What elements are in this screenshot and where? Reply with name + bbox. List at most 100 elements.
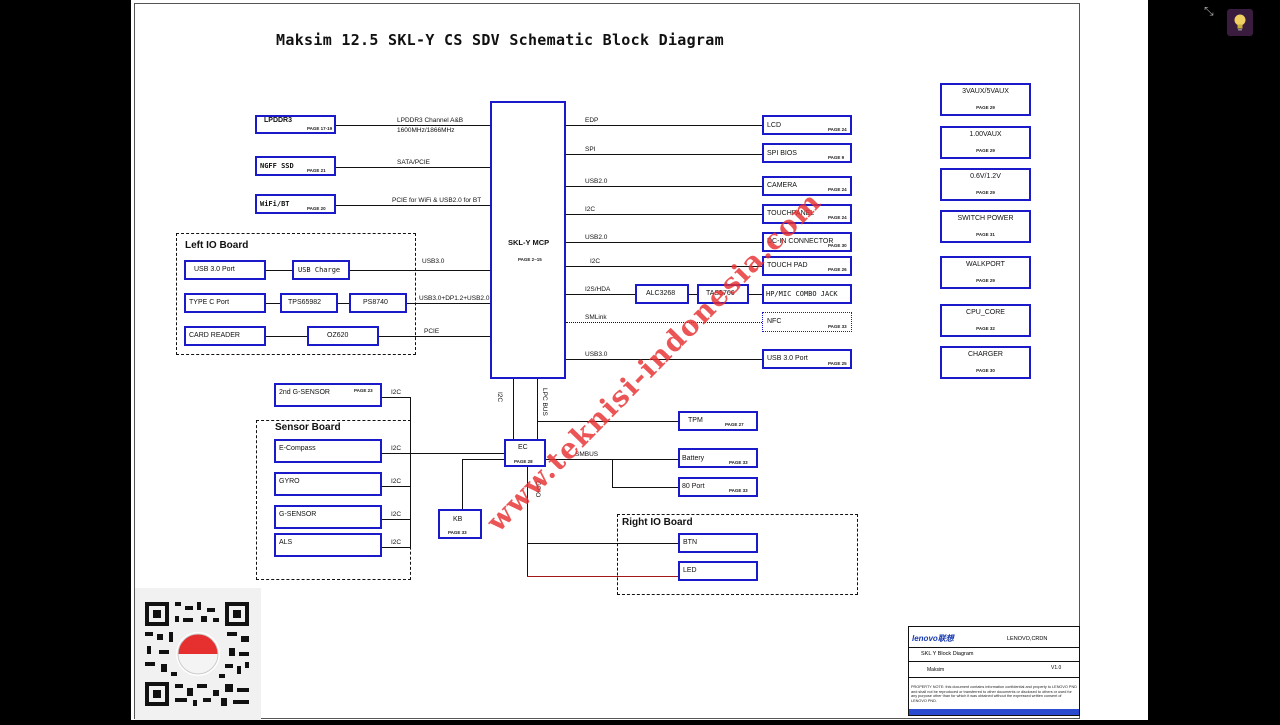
sata-line: [336, 167, 490, 168]
ngff-page: PAGE 21: [307, 168, 326, 173]
usb30-port-label: USB 3.0 Port: [194, 266, 235, 273]
left-io-title: Left IO Board: [185, 240, 249, 251]
tas-hp-line: [749, 294, 762, 295]
usb30-port-box: [184, 260, 266, 280]
pcie-signal: PCIE: [424, 328, 440, 335]
right-io-board: [617, 514, 858, 595]
lpddr3-page: PAGE 17-19: [307, 126, 333, 131]
touchpad-page: PAGE 26: [828, 267, 847, 272]
spi-line: [566, 154, 762, 155]
touchpanel-line: [566, 214, 762, 215]
cpu-label: SKL-Y MCP: [508, 238, 550, 247]
lpddr3-label: LPDDR3: [264, 117, 293, 124]
typec-tps-line: [266, 303, 280, 304]
expand-icon[interactable]: ⤡: [1204, 4, 1214, 18]
lightbulb-icon[interactable]: [1227, 9, 1253, 36]
als-line: [382, 547, 411, 548]
typec-port-label: TYPE C Port: [189, 299, 230, 306]
edp-line: [566, 125, 762, 126]
power-box-page: PAGE 29: [976, 278, 995, 283]
dcin-page: PAGE 30: [828, 243, 847, 248]
title-block-note: PROPERTY NOTE: this document contains in…: [911, 685, 1077, 703]
power-box-page: PAGE 32: [976, 326, 995, 331]
camera-box: [762, 176, 852, 196]
card-reader-label: CARD READER: [189, 332, 240, 339]
typec-port-box: [184, 293, 266, 313]
spi-box: [762, 143, 852, 163]
lcd-label: LCD: [767, 122, 782, 129]
power-box-label: 0.6V/1.2V: [970, 173, 1001, 180]
gyro-line: [382, 486, 411, 487]
ps-box: [349, 293, 407, 313]
tps-label: TPS65982: [288, 299, 322, 306]
alc-label: ALC3268: [646, 290, 676, 297]
tas-box: [697, 284, 749, 304]
power-box: [940, 210, 1031, 243]
gsensor2-i2c: I2C: [391, 389, 402, 396]
gsensor2-page: PAGE 23: [354, 388, 373, 393]
power-box-label: SWITCH POWER: [957, 215, 1014, 222]
power-box-label: WALKPORT: [966, 261, 1005, 268]
sensor-ec-line: [410, 453, 504, 454]
btn-label: BTN: [683, 539, 697, 546]
power-box: [940, 168, 1031, 201]
tpm-box: [678, 411, 758, 431]
camera-signal: USB2.0: [585, 178, 608, 185]
lpddr3-line: [336, 125, 490, 126]
spi-signal: SPI: [585, 146, 596, 153]
tps-ps-line: [338, 303, 349, 304]
usb30-right-label: USB 3.0 Port: [767, 355, 808, 362]
power-box: [940, 256, 1031, 289]
pcie-line: [379, 336, 490, 337]
power-box: [940, 304, 1031, 337]
camera-page: PAGE 24: [828, 187, 847, 192]
oz-label: OZ620: [327, 332, 349, 339]
power-box-label: CHARGER: [967, 351, 1003, 358]
lcd-box: [762, 115, 852, 135]
power-box-page: PAGE 30: [976, 368, 995, 373]
lpddr3-signal-2: 1600MHz/1866MHz: [397, 127, 455, 134]
title-block-company: LENOVO,CRDN: [1007, 636, 1048, 642]
tas-label: TAS5766: [706, 290, 735, 297]
cpu-box: [490, 101, 566, 379]
title-block-doc: Maksim: [927, 667, 945, 673]
battery-box: [678, 448, 758, 468]
dcin-line: [566, 242, 762, 243]
touchpanel-box: [762, 204, 852, 224]
kb-horizontal-line: [462, 459, 504, 460]
camera-line: [566, 186, 762, 187]
wifi-page: PAGE 20: [307, 206, 326, 211]
port80-page: PAGE 33: [729, 488, 748, 493]
usb-charge-box: [292, 260, 350, 280]
wifi-label: WiFi/BT: [260, 200, 290, 208]
smbus-branch: [612, 459, 613, 487]
ec-label: EC: [518, 444, 528, 451]
port80-line: [612, 487, 678, 488]
ecompass-line: [382, 453, 411, 454]
usb30-line: [350, 270, 490, 271]
power-box-label: CPU_CORE: [966, 309, 1005, 316]
smlink-line: [566, 322, 762, 323]
hp-label: HP/MIC COMBO JACK: [766, 290, 838, 298]
diagram-title: Maksim 12.5 SKL-Y CS SDV Schematic Block…: [276, 31, 724, 49]
gyro-box: [274, 472, 382, 496]
lcd-page: PAGE 24: [828, 127, 847, 132]
gsensor-i2c: I2C: [391, 511, 402, 518]
touchpanel-signal: I2C: [585, 206, 596, 213]
led-box: [678, 561, 758, 581]
oz-box: [307, 326, 379, 346]
sheet-border: [134, 3, 1080, 719]
nfc-page: PAGE 33: [828, 324, 847, 329]
nfc-label: NFC: [767, 318, 782, 325]
dcin-label: DC-IN CONNECTOR: [767, 238, 834, 245]
title-block-strip: [909, 709, 1079, 715]
touchpanel-label: TOUCHPANEL: [767, 210, 815, 217]
dcin-box: [762, 232, 852, 252]
wifi-box: [255, 194, 336, 214]
title-block-title: SKL Y Block Diagram: [921, 651, 974, 657]
typec-line: [407, 303, 490, 304]
touchpad-box: [762, 256, 852, 276]
power-box-page: PAGE 29: [976, 148, 995, 153]
sensor-board-title: Sensor Board: [275, 422, 341, 433]
ec-page: PAGE 28: [514, 459, 533, 464]
